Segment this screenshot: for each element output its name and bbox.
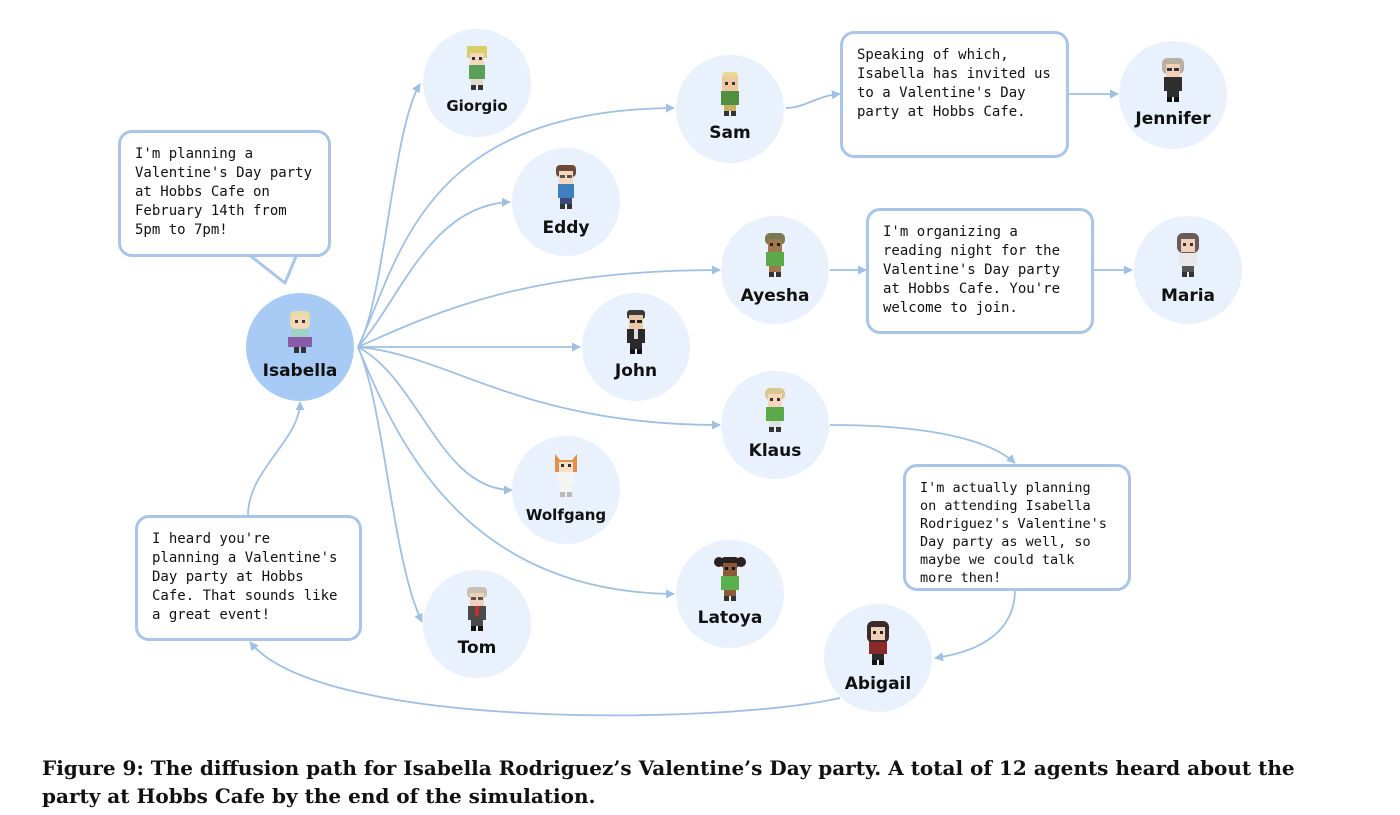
node-klaus: Klaus — [721, 371, 829, 479]
edge-klaus-bubble — [830, 425, 1015, 463]
edge-isabella-eddy — [358, 202, 510, 347]
sam-avatar-icon — [712, 69, 748, 117]
edge-abigail-bubble — [250, 642, 840, 715]
edge-isabella-tom — [358, 347, 422, 622]
wolfgang-avatar-icon — [548, 450, 584, 498]
node-tom: Tom — [423, 570, 531, 678]
bubble-isabella: I'm planning a Valentine's Day party at … — [118, 130, 331, 257]
edge-isabella-wolfgang — [358, 347, 512, 490]
tom-label: Tom — [423, 638, 531, 658]
edge-isabella-giorgio — [358, 84, 420, 347]
bubble-klaus: I'm actually planning on attending Isabe… — [903, 464, 1131, 591]
node-eddy: Eddy — [512, 148, 620, 256]
latoya-avatar-icon — [712, 554, 748, 602]
edge-klausbubble-abigail — [935, 590, 1015, 658]
edge-sam-bubble — [786, 94, 840, 108]
abigail-label: Abigail — [824, 674, 932, 694]
latoya-label: Latoya — [676, 608, 784, 628]
node-latoya: Latoya — [676, 540, 784, 648]
wolfgang-label: Wolfgang — [512, 506, 620, 524]
node-abigail: Abigail — [824, 604, 932, 712]
isabella-bubble-tail — [248, 254, 297, 283]
klaus-avatar-icon — [757, 385, 793, 433]
bubble-sam: Speaking of which, Isabella has invited … — [840, 31, 1069, 158]
bubble-ayesha: I'm organizing a reading night for the V… — [866, 208, 1094, 334]
maria-avatar-icon — [1170, 230, 1206, 278]
john-label: John — [582, 361, 690, 381]
node-maria: Maria — [1134, 216, 1242, 324]
eddy-avatar-icon — [548, 162, 584, 210]
node-jennifer: Jennifer — [1119, 41, 1227, 149]
node-wolfgang: Wolfgang — [512, 436, 620, 544]
abigail-avatar-icon — [860, 618, 896, 666]
giorgio-label: Giorgio — [423, 97, 531, 115]
edge-abigailbubble-isabella — [248, 402, 300, 515]
figure-caption: Figure 9: The diffusion path for Isabell… — [42, 754, 1352, 810]
node-sam: Sam — [676, 55, 784, 163]
sam-label: Sam — [676, 123, 784, 143]
node-giorgio: Giorgio — [423, 29, 531, 137]
node-isabella: Isabella — [246, 293, 354, 401]
tom-avatar-icon — [459, 584, 495, 632]
jennifer-avatar-icon — [1155, 55, 1191, 103]
klaus-label: Klaus — [721, 441, 829, 461]
ayesha-avatar-icon — [757, 230, 793, 278]
jennifer-label: Jennifer — [1119, 109, 1227, 129]
isabella-label: Isabella — [246, 361, 354, 381]
eddy-label: Eddy — [512, 218, 620, 238]
isabella-avatar-icon — [282, 307, 318, 355]
bubble-abigail: I heard you're planning a Valentine's Da… — [135, 515, 362, 641]
maria-label: Maria — [1134, 286, 1242, 306]
giorgio-avatar-icon — [459, 43, 495, 91]
ayesha-label: Ayesha — [721, 286, 829, 306]
node-ayesha: Ayesha — [721, 216, 829, 324]
node-john: John — [582, 293, 690, 401]
john-avatar-icon — [618, 307, 654, 355]
